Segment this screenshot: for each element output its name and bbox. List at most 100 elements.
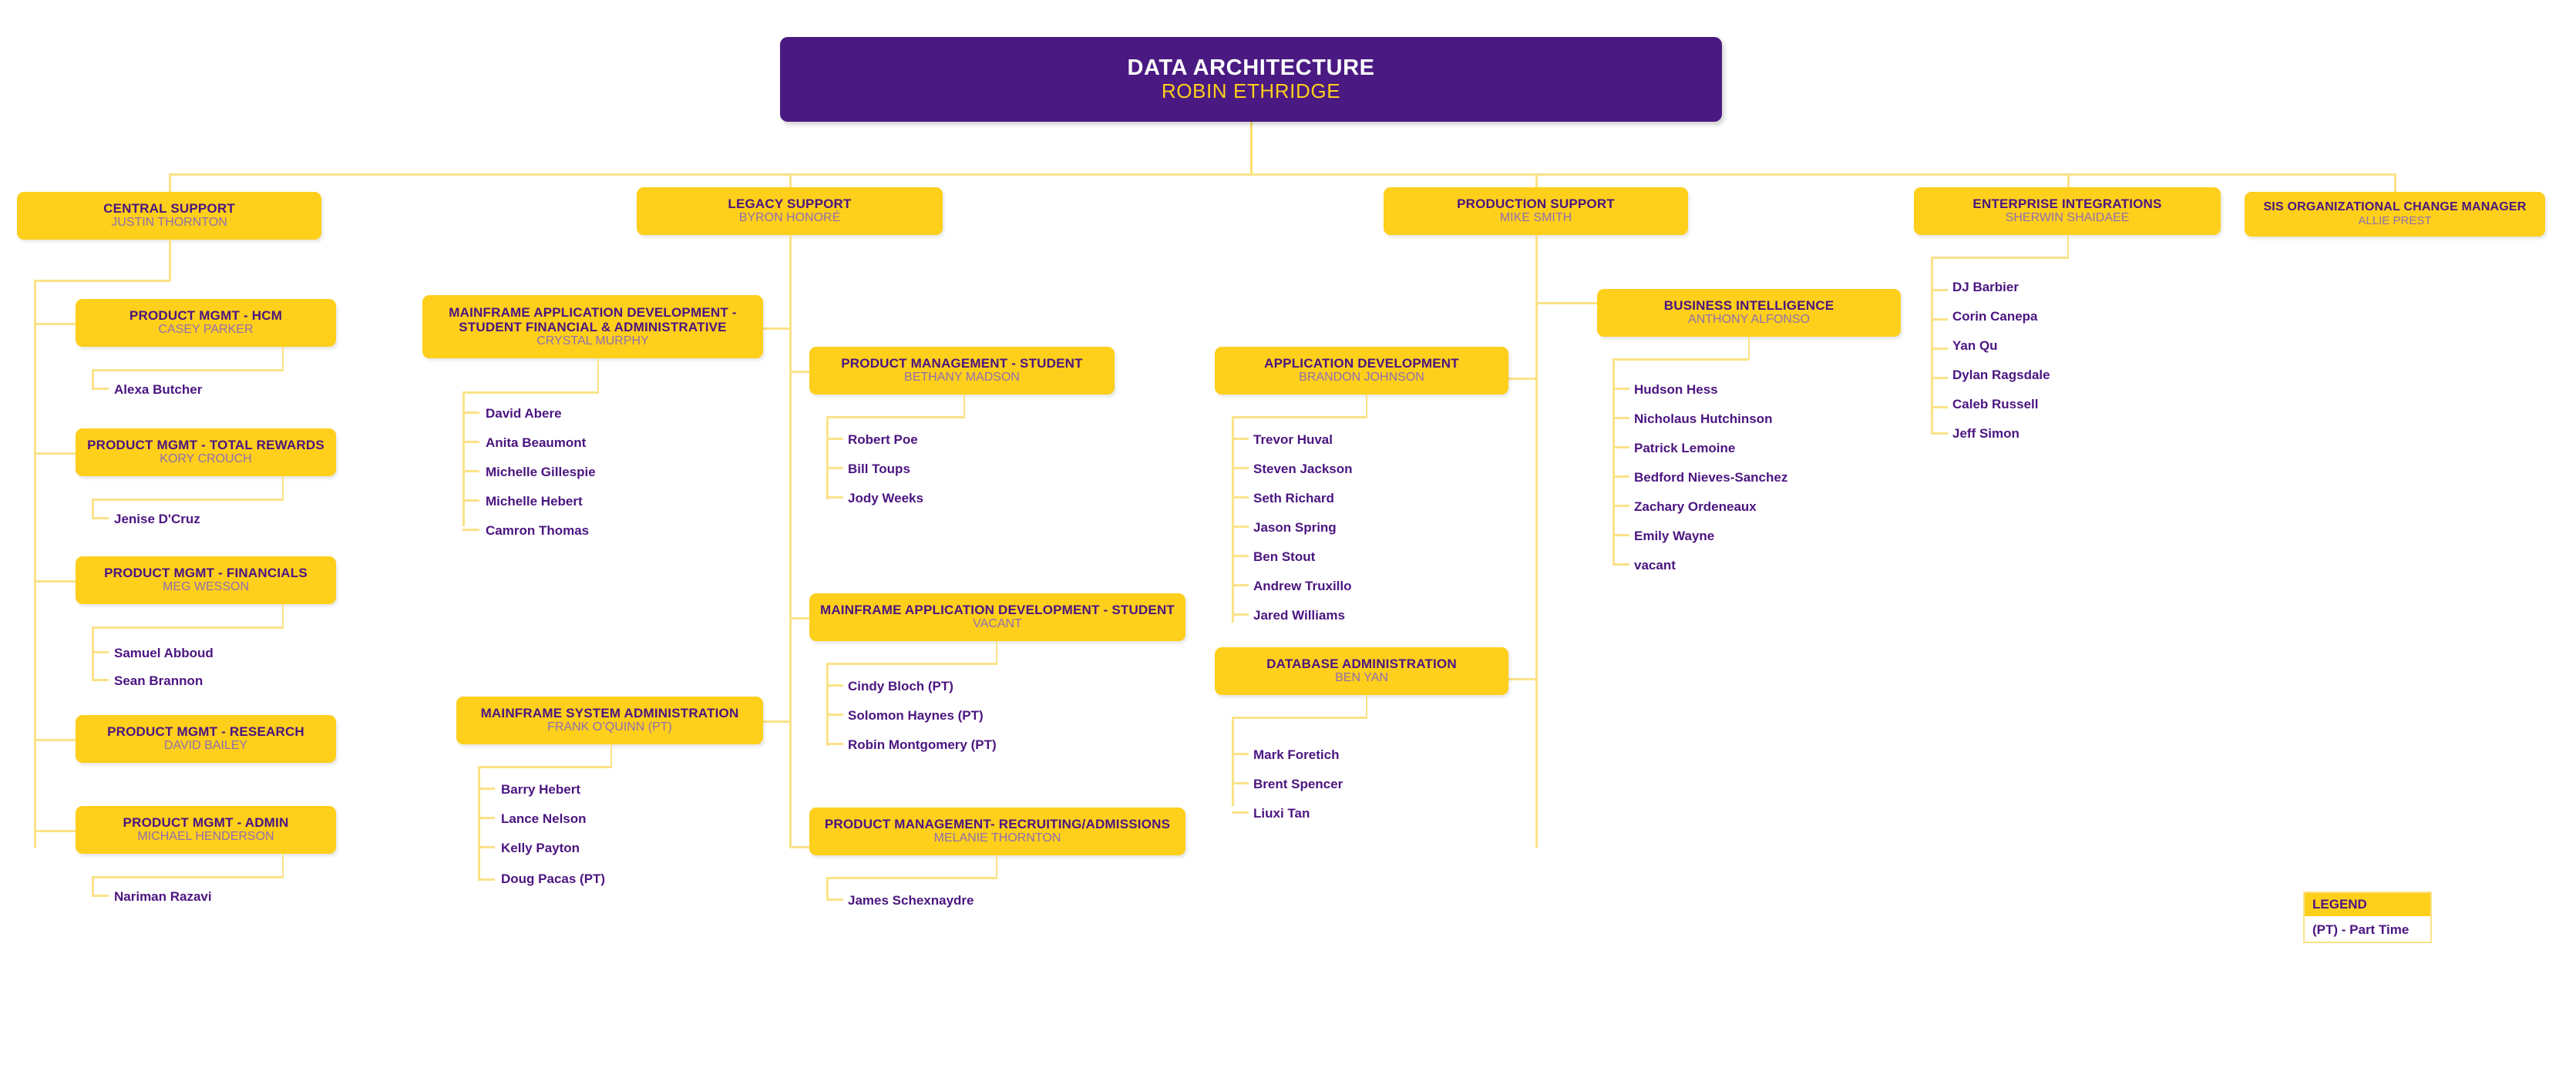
list-item-person: DJ Barbier — [1952, 280, 2019, 294]
connector-appdev-s2 — [1232, 467, 1249, 469]
node-product-mgmt-admin[interactable]: PRODUCT MGMT - ADMIN MICHAEL HENDERSON — [76, 806, 336, 854]
node-legacy-support[interactable]: LEGACY SUPPORT BYRON HONORÉ — [637, 187, 943, 235]
node-mainframe-app-dev-sfa[interactable]: MAINFRAME APPLICATION DEVELOPMENT - STUD… — [422, 295, 763, 358]
connector-tr-stub-1 — [92, 517, 109, 519]
node-database-administration[interactable]: DATABASE ADMINISTRATION BEN YAN — [1215, 647, 1508, 695]
node-product-management-recruiting-admissions[interactable]: PRODUCT MANAGEMENT- RECRUITING/ADMISSION… — [809, 808, 1185, 855]
list-item-person: Cindy Bloch (PT) — [848, 679, 953, 693]
connector-root-drop — [1250, 122, 1253, 175]
node-person: DAVID BAILEY — [163, 739, 248, 753]
node-mainframe-system-administration[interactable]: MAINFRAME SYSTEM ADMINISTRATION FRANK O’… — [456, 697, 763, 744]
node-enterprise-integrations[interactable]: ENTERPRISE INTEGRATIONS SHERWIN SHAIDAEE — [1914, 187, 2221, 235]
connector-ei-s5 — [1931, 406, 1948, 408]
list-item-person: Ben Stout — [1253, 549, 1316, 564]
connector-hcm-rail — [92, 369, 94, 389]
node-mainframe-app-dev-student[interactable]: MAINFRAME APPLICATION DEVELOPMENT - STUD… — [809, 593, 1185, 641]
node-person: ROBIN ETHRIDGE — [1161, 79, 1341, 103]
node-person: MICHAEL HENDERSON — [137, 830, 274, 844]
node-sis-organizational-change-manager[interactable]: SIS ORGANIZATIONAL CHANGE MANAGER ALLIE … — [2245, 192, 2545, 237]
list-item-person: Nariman Razavi — [114, 889, 212, 904]
legend-panel: LEGEND (PT) - Part Time — [2303, 892, 2432, 943]
node-person: MEG WESSON — [162, 580, 249, 594]
node-business-intelligence[interactable]: BUSINESS INTELLIGENCE ANTHONY ALFONSO — [1597, 289, 1901, 337]
node-title: MAINFRAME APPLICATION DEVELOPMENT - STUD… — [449, 304, 737, 334]
connector-pmrec-rail — [826, 877, 829, 900]
connector-dba-s3 — [1232, 811, 1249, 814]
connector-fin-stub-2 — [92, 679, 109, 681]
node-product-mgmt-hcm[interactable]: PRODUCT MGMT - HCM CASEY PARKER — [76, 299, 336, 347]
connector-bi-s3 — [1613, 446, 1629, 448]
connector-bi-s5 — [1613, 505, 1629, 507]
node-product-mgmt-financials[interactable]: PRODUCT MGMT - FINANCIALS MEG WESSON — [76, 556, 336, 604]
connector-drop-sis — [2394, 173, 2396, 192]
node-production-support[interactable]: PRODUCTION SUPPORT MIKE SMITH — [1384, 187, 1688, 235]
connector-ei-s1 — [1931, 289, 1948, 291]
connector-mfsa-stem — [610, 744, 612, 767]
connector-mfsa-rail — [478, 766, 480, 880]
connector-appdev-stem — [1366, 395, 1367, 418]
connector-mfadstu-rail — [826, 663, 829, 746]
connector-ei-s2 — [1931, 318, 1948, 321]
list-item-person: Emily Wayne — [1634, 529, 1715, 543]
connector-bi-s2 — [1613, 417, 1629, 419]
connector-hcm-jog — [92, 369, 284, 371]
node-person: BYRON HONORÉ — [738, 211, 841, 225]
list-item-person: Mark Foretich — [1253, 747, 1340, 762]
connector-cs-stub-1 — [34, 323, 76, 325]
node-title: PRODUCTION SUPPORT — [1457, 196, 1615, 212]
connector-ei-jog — [1931, 257, 2069, 259]
list-item-person: Kelly Payton — [501, 841, 580, 855]
connector-hcm-stem — [282, 347, 284, 371]
node-person: MELANIE THORNTON — [933, 831, 1061, 845]
node-data-architecture[interactable]: DATA ARCHITECTURE ROBIN ETHRIDGE — [780, 37, 1722, 122]
node-person: ANTHONY ALFONSO — [1688, 313, 1810, 327]
node-title: DATA ARCHITECTURE — [1127, 55, 1375, 80]
connector-top-bus — [169, 173, 2394, 176]
connector-bi-jog — [1613, 358, 1750, 361]
connector-cs-stub-3 — [34, 580, 76, 583]
list-item-person: Jason Spring — [1253, 520, 1337, 535]
list-item-person: Solomon Haynes (PT) — [848, 708, 984, 723]
list-item-person: Nicholaus Hutchinson — [1634, 411, 1773, 426]
list-item-person: Dylan Ragsdale — [1952, 368, 2050, 382]
legend-header: LEGEND — [2305, 893, 2430, 916]
connector-prod-rail — [1535, 235, 1538, 848]
connector-mfadstu-s1 — [826, 684, 843, 687]
connector-appdev-s6 — [1232, 584, 1249, 586]
node-application-development[interactable]: APPLICATION DEVELOPMENT BRANDON JOHNSON — [1215, 347, 1508, 395]
connector-legacy-rail — [789, 235, 792, 848]
connector-mfadsfa-s2 — [462, 441, 479, 443]
connector-mfadsfa-rail — [462, 391, 465, 526]
connector-pmrec-stem — [996, 855, 997, 878]
list-item-person: Barry Hebert — [501, 782, 580, 797]
connector-adm-stem — [282, 854, 284, 878]
node-product-mgmt-total-rewards[interactable]: PRODUCT MGMT - TOTAL REWARDS KORY CROUCH — [76, 428, 336, 476]
node-person: BETHANY MADSON — [904, 371, 1020, 385]
connector-ei-s3 — [1931, 348, 1948, 350]
node-title: CENTRAL SUPPORT — [103, 201, 235, 217]
connector-adm-rail — [92, 876, 94, 896]
connector-dba-jog — [1232, 717, 1367, 719]
list-item-person: Bedford Nieves-Sanchez — [1634, 470, 1788, 485]
connector-cs-stem — [169, 240, 171, 281]
node-person: JUSTIN THORNTON — [111, 216, 227, 230]
node-title: PRODUCT MGMT - HCM — [129, 308, 283, 324]
list-item-person: Robert Poe — [848, 432, 918, 447]
connector-pmstu-s2 — [826, 467, 843, 469]
node-product-mgmt-research[interactable]: PRODUCT MGMT - RESEARCH DAVID BAILEY — [76, 715, 336, 763]
connector-tr-stem — [282, 476, 284, 500]
connector-legacy-stub-pm-recruit — [789, 846, 812, 848]
list-item-person: Caleb Russell — [1952, 397, 2039, 411]
connector-dba-rail — [1232, 717, 1234, 806]
connector-dba-s2 — [1232, 782, 1249, 784]
list-item-person: Sean Brannon — [114, 673, 203, 688]
list-item-person: Doug Pacas (PT) — [501, 871, 606, 886]
connector-mfadstu-jog — [826, 663, 997, 665]
connector-prod-stub-bi — [1535, 302, 1597, 304]
node-person: VACANT — [973, 617, 1022, 631]
connector-ei-s4 — [1931, 377, 1948, 379]
node-product-management-student[interactable]: PRODUCT MANAGEMENT - STUDENT BETHANY MAD… — [809, 347, 1115, 395]
node-central-support[interactable]: CENTRAL SUPPORT JUSTIN THORNTON — [17, 192, 321, 240]
connector-adm-jog — [92, 876, 284, 878]
